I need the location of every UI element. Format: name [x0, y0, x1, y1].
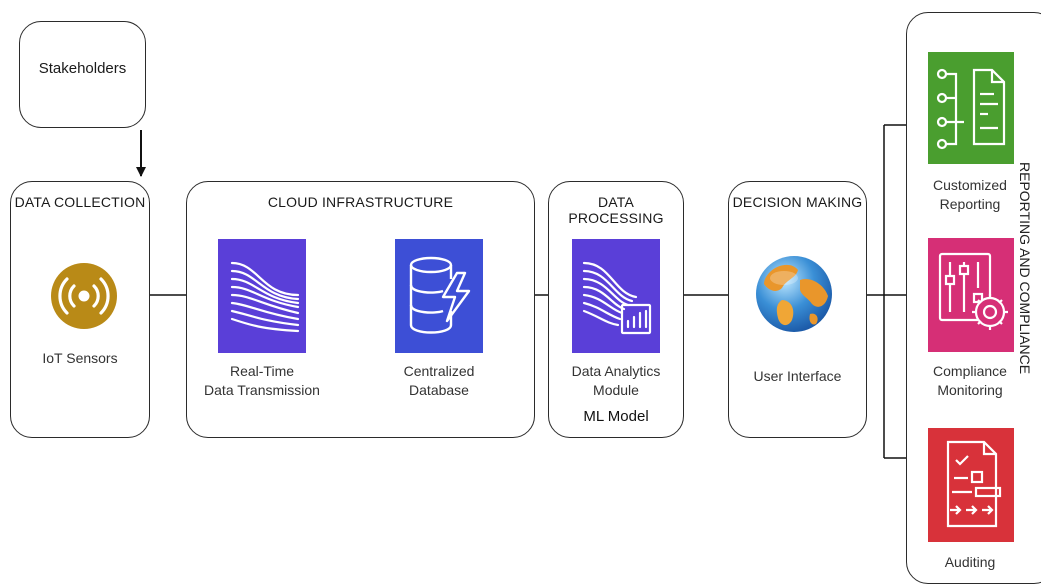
decision-making-title: DECISION MAKING	[732, 194, 863, 210]
compliance-monitoring-line1: Compliance	[933, 363, 1007, 379]
cloud-infrastructure-title: CLOUD INFRASTRUCTURE	[267, 194, 454, 210]
stakeholders-box: Stakeholders	[19, 21, 146, 128]
analytics-module-icon	[572, 239, 660, 353]
reporting-compliance-title: REPORTING AND COMPLIANCE	[1017, 162, 1033, 375]
stakeholders-label: Stakeholders	[38, 60, 127, 77]
stream-transmission-icon	[218, 239, 306, 353]
customized-reporting-line1: Customized	[933, 177, 1007, 193]
auditing-icon	[928, 428, 1014, 542]
customized-reporting-icon	[928, 52, 1014, 164]
database-label: Centralized Database	[375, 362, 503, 400]
database-icon	[395, 239, 483, 353]
database-label-line2: Database	[409, 382, 469, 398]
analytics-module-label: Data Analytics Module	[548, 362, 684, 400]
auditing-label: Auditing	[944, 554, 996, 570]
compliance-monitoring-icon	[928, 238, 1014, 352]
user-interface-label: User Interface	[753, 368, 842, 384]
compliance-monitoring-line2: Monitoring	[937, 382, 1003, 398]
iot-sensor-icon	[50, 262, 118, 330]
transmission-label-line1: Real-Time	[229, 363, 295, 379]
compliance-monitoring-label: Compliance Monitoring	[906, 362, 1034, 400]
database-label-line1: Centralized	[403, 363, 475, 379]
analytics-module-label-line1: Data Analytics	[571, 363, 661, 379]
iot-sensors-label: IoT Sensors	[42, 350, 118, 366]
data-collection-title: DATA COLLECTION	[14, 194, 146, 210]
globe-icon	[752, 250, 836, 338]
transmission-label: Real-Time Data Transmission	[196, 362, 328, 400]
customized-reporting-line2: Reporting	[939, 196, 1001, 212]
analytics-module-label-line2: Module	[593, 382, 639, 398]
ml-model-label: ML Model	[583, 408, 649, 425]
transmission-label-line2: Data Transmission	[204, 382, 320, 398]
customized-reporting-label: Customized Reporting	[906, 176, 1034, 214]
data-processing-title: DATA PROCESSING	[568, 194, 664, 226]
